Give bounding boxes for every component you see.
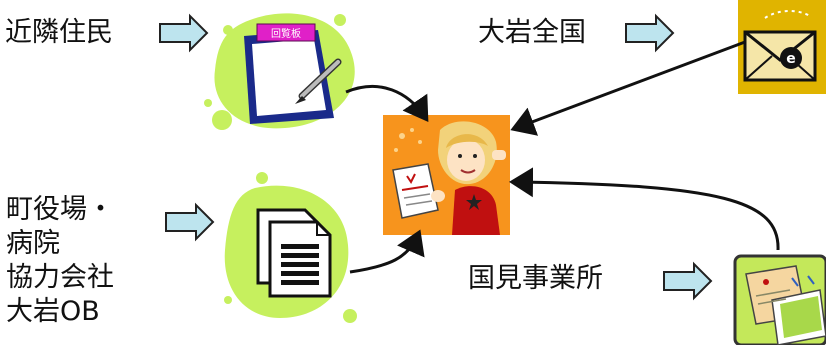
town-hall-line: 病院 [6,228,60,259]
connector-envelope-to-hub [510,40,746,136]
oiwa-national-label: 大岩全国 [478,17,586,48]
envelope-icon: e [738,0,826,94]
hub-person-illustration [383,115,510,235]
town-hall-line: 大岩OB [6,296,100,327]
connector-notes-to-hub [509,167,780,251]
email-glyph: e [786,51,796,67]
block-arrow-neighbors [159,13,209,53]
clipboard-title: 回覧板 [271,27,301,40]
town-hall-line: 町役場・ [6,194,114,225]
document-icon [256,208,332,298]
connector-clipboard-to-hub [345,85,429,122]
sticky-notes-icon [733,254,826,345]
connector-document-to-hub [349,229,425,274]
clipboard-icon: 回覧板 [244,23,342,124]
town-hall-line: 協力会社 [6,262,114,293]
block-arrow-kunimi [663,261,713,301]
block-arrow-town-hall [165,202,215,242]
town-hall-label: 町役場・ 病院 協力会社 大岩OB [6,193,114,329]
neighbors-label: 近隣住民 [5,17,113,48]
kunimi-office-label: 国見事業所 [468,263,603,294]
block-arrow-oiwa [625,13,675,53]
